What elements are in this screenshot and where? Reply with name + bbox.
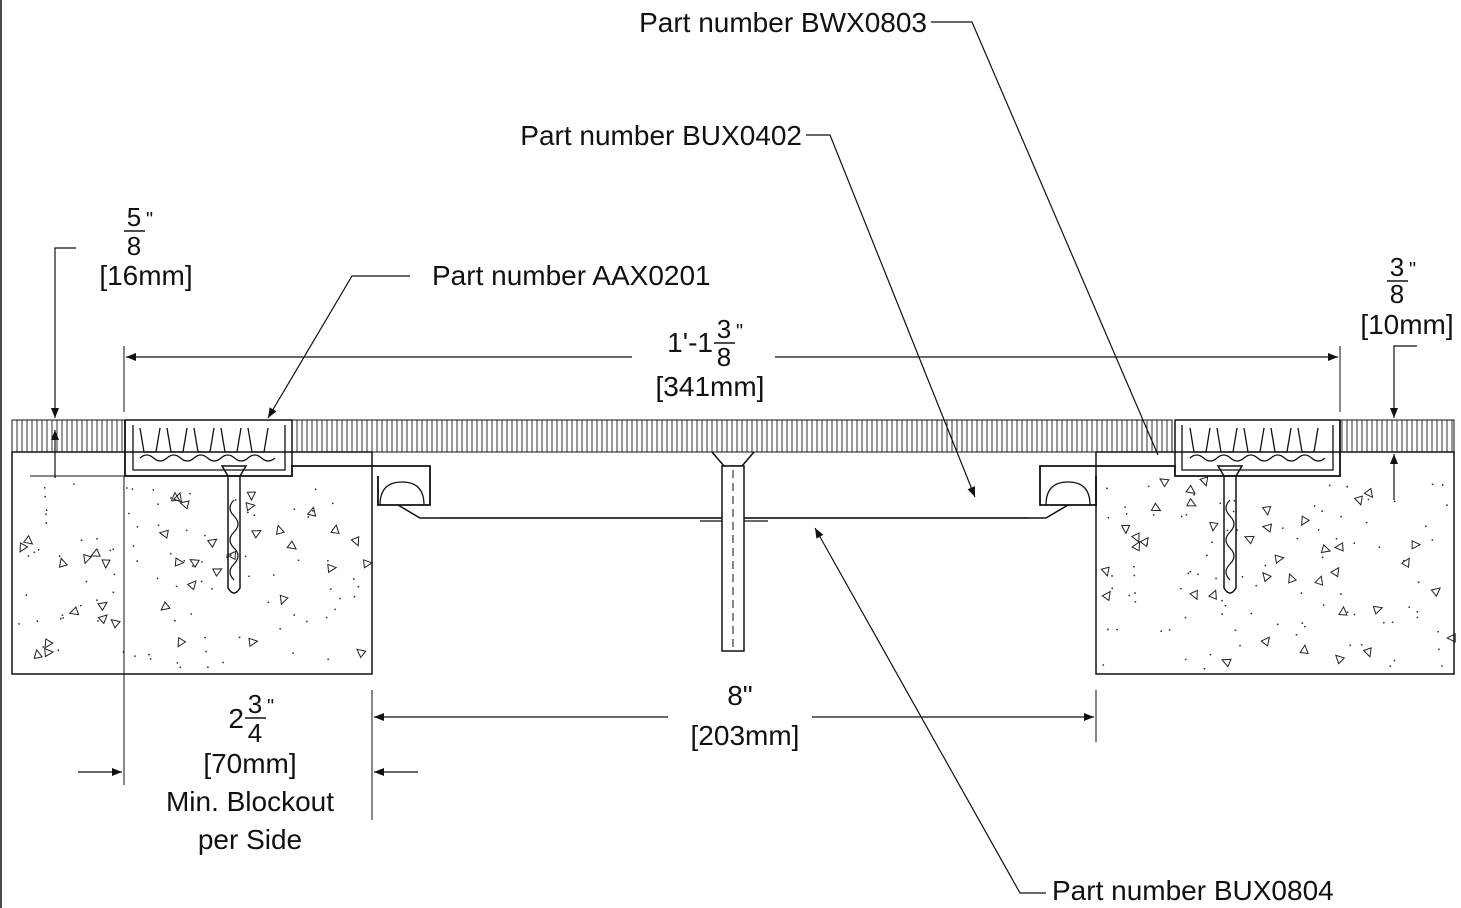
label-bux0804: Part number BUX0804 [1052,875,1334,906]
dim-right-depth-num: 3 [1390,252,1404,282]
dim-blockout-num: 3 [248,689,262,719]
anchor-left [220,465,248,594]
dim-gap-mm: [203mm] [691,720,800,751]
dim-right-depth-text: 3 8 " [10mm] [1360,252,1453,340]
dim-blockout-whole: 2 [228,703,244,734]
dim-left-depth-num: 5 [127,202,141,232]
dim-gap-line [371,690,1097,820]
label-aax0201: Part number AAX0201 [432,260,711,291]
dim-left-depth-mm: [16mm] [99,260,192,291]
dim-blockout-mm: [70mm] [203,748,296,779]
dim-blockout-line2: per Side [198,824,302,855]
dim-blockout-line1: Min. Blockout [166,786,334,817]
concrete-aggregate [18,476,1456,670]
dim-overall-whole: 1'-1 [667,327,713,358]
dim-gap-text: 8" [203mm] [691,680,800,751]
left-frame-extrusion [124,419,431,506]
dim-right-depth-mm: [10mm] [1360,309,1453,340]
deck-surface-center [291,419,1173,453]
dim-left-depth-den: 8 [127,231,141,261]
center-pin [711,451,755,652]
dim-overall-inch: " [736,321,743,343]
dim-overall-mm: [341mm] [656,371,765,402]
dim-left-depth-text: 5 8 " [16mm] [99,202,192,291]
dim-overall-den: 8 [717,342,731,372]
dim-blockout-line [78,476,418,785]
dim-overall-num: 3 [717,314,731,344]
dim-gap-value: 8" [727,680,753,711]
dim-left-depth-line [30,247,124,478]
deck-surface-left [11,419,126,453]
concrete-right [1095,451,1455,675]
dim-blockout-text: 2 3 4 " [70mm] Min. Blockout per Side [166,689,334,855]
leader-bux0402 [806,134,976,498]
label-bwx0803: Part number BWX0803 [639,7,927,38]
dim-overall-text: 1'-1 3 8 " [341mm] [656,314,765,402]
deck-surface-right [1339,419,1455,453]
leader-bwx0803 [931,21,1159,456]
label-bux0402: Part number BUX0402 [520,120,802,151]
dim-overall-line [123,346,1341,412]
leader-bux0804 [814,527,1046,894]
dim-right-depth-line [1390,345,1417,500]
dim-blockout-inch: " [267,696,274,718]
dim-left-depth-inch: " [146,209,153,231]
leader-aax0201 [267,275,410,419]
dim-right-depth-den: 8 [1390,279,1404,309]
dim-right-depth-inch: " [1409,259,1416,281]
right-frame-extrusion [1039,419,1341,506]
anchor-right [1216,465,1244,594]
dim-blockout-den: 4 [248,718,262,748]
